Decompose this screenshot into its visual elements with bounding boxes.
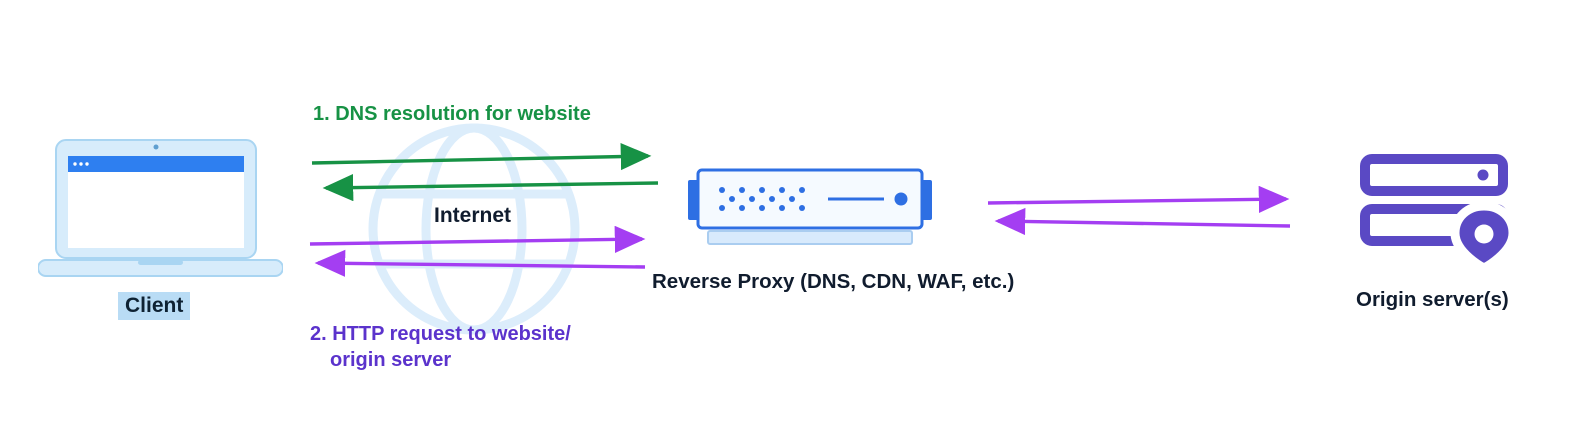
http-request-label-line2: origin server xyxy=(330,349,452,371)
dns-resolution-label: 1. DNS resolution for website xyxy=(313,103,591,125)
origin-server-dot xyxy=(1477,169,1489,181)
laptop-base-notch xyxy=(138,260,183,265)
client-label: Client xyxy=(118,292,191,320)
proxy-dot-pattern xyxy=(719,187,805,211)
internet-label: Internet xyxy=(434,204,512,227)
reverse-proxy-label: Reverse Proxy (DNS, CDN, WAF, etc.) xyxy=(652,270,1015,293)
browser-title-bar xyxy=(68,156,244,172)
proxy-to-origin-arrow xyxy=(987,185,1290,213)
internet-globe-icon xyxy=(368,123,580,335)
laptop-camera-dot xyxy=(153,144,159,150)
origin-server-icon xyxy=(1360,154,1516,274)
http-request-label: 2. HTTP request to website/ origin serve… xyxy=(310,321,571,373)
http-request-label-line1: 2. HTTP request to website/ xyxy=(310,323,571,345)
origin-server-label: Origin server(s) xyxy=(1356,288,1509,311)
proxy-base-tray xyxy=(707,230,913,245)
proxy-body xyxy=(696,168,924,230)
reverse-proxy-icon xyxy=(688,168,932,245)
origin-server-top xyxy=(1360,154,1508,196)
proxy-indicator-dot xyxy=(894,192,908,206)
location-pin-icon xyxy=(1450,201,1516,274)
client-laptop-icon xyxy=(38,139,283,277)
origin-to-proxy-arrow xyxy=(994,207,1291,236)
